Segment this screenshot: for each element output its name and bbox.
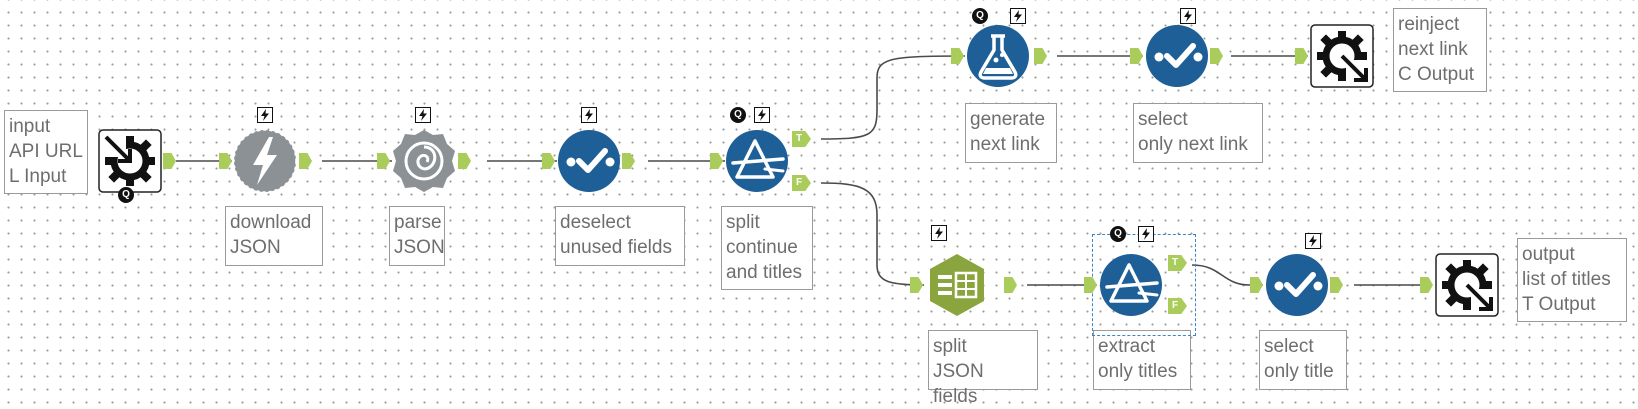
annotation-split-json: split JSON fields <box>928 330 1038 407</box>
select-tool[interactable] <box>557 129 621 193</box>
input-anchor[interactable] <box>710 153 723 169</box>
bolt-badge-icon <box>415 107 431 123</box>
annotation-output: output list of titles T Output <box>1517 238 1627 322</box>
output-anchor[interactable] <box>458 153 471 169</box>
output-anchor[interactable] <box>1210 48 1223 64</box>
input-anchor[interactable] <box>951 48 964 64</box>
annotation-extract-titles: extract only titles <box>1093 330 1191 390</box>
bolt-badge-icon <box>1305 233 1321 249</box>
check-mark-icon <box>558 130 620 192</box>
select-title-tool[interactable] <box>1265 253 1329 317</box>
bolt-badge-icon <box>1010 8 1026 24</box>
annotation-generate-next: generate next link <box>965 103 1057 163</box>
gear-arrow-out-icon <box>1435 253 1499 317</box>
output-anchor[interactable] <box>299 153 312 169</box>
wire-extract-true-to-select-title <box>1191 264 1263 286</box>
output-anchor[interactable] <box>622 153 635 169</box>
bolt-badge-icon <box>1180 8 1196 24</box>
gear-arrow-out-icon <box>1310 24 1374 88</box>
bolt-badge-icon <box>581 107 597 123</box>
true-anchor[interactable]: T <box>1168 255 1187 271</box>
annotation-split-continue: split continue and titles <box>721 206 813 290</box>
input-anchor[interactable] <box>1420 277 1433 293</box>
macro-output-reinject-tool[interactable] <box>1310 24 1374 88</box>
column-split-icon <box>930 254 984 316</box>
annotation-select-title: select only title <box>1259 330 1347 390</box>
macro-input-tool[interactable] <box>98 129 162 193</box>
json-parse-tool[interactable] <box>392 129 456 193</box>
macro-output-titles-tool[interactable] <box>1435 253 1499 317</box>
bolt-badge-icon <box>257 107 273 123</box>
flask-icon <box>967 25 1029 87</box>
annotation-deselect: deselect unused fields <box>555 206 685 266</box>
text-to-columns-tool[interactable] <box>925 253 989 317</box>
spiral-icon <box>393 130 455 192</box>
input-anchor[interactable] <box>1295 48 1308 64</box>
query-badge: Q <box>1110 226 1126 242</box>
query-badge: Q <box>118 187 134 203</box>
annotation-parse: parse JSON <box>389 206 445 266</box>
check-mark-icon <box>1266 254 1328 316</box>
output-anchor[interactable] <box>1004 277 1017 293</box>
lightning-bolt-icon <box>233 129 297 193</box>
false-anchor[interactable]: F <box>792 175 811 191</box>
input-anchor[interactable] <box>1084 277 1097 293</box>
filter-tool[interactable] <box>725 129 789 193</box>
input-anchor[interactable] <box>910 277 923 293</box>
false-anchor[interactable]: F <box>1168 298 1187 314</box>
download-tool[interactable] <box>233 129 297 193</box>
query-badge: Q <box>730 107 746 123</box>
prism-icon <box>726 130 788 192</box>
annotation-reinject: reinject next link C Output <box>1393 8 1487 92</box>
input-anchor[interactable] <box>1250 277 1263 293</box>
wire-split-false-to-split-json <box>820 182 925 286</box>
gear-arrow-in-icon <box>98 129 162 193</box>
input-anchor[interactable] <box>219 153 232 169</box>
bolt-badge-icon <box>754 107 770 123</box>
prism-icon <box>1100 254 1162 316</box>
bolt-badge-icon <box>1138 226 1154 242</box>
bolt-badge-icon <box>931 225 947 241</box>
query-badge: Q <box>972 8 988 24</box>
wire-split-true-to-generate <box>820 55 966 140</box>
annotation-input: input API URL L Input <box>4 110 88 194</box>
formula-tool[interactable] <box>966 24 1030 88</box>
output-anchor[interactable] <box>1330 277 1343 293</box>
check-mark-icon <box>1146 25 1208 87</box>
true-anchor[interactable]: T <box>792 131 811 147</box>
input-anchor[interactable] <box>377 153 390 169</box>
input-anchor[interactable] <box>542 153 555 169</box>
select-next-link-tool[interactable] <box>1145 24 1209 88</box>
filter-extract-tool[interactable] <box>1099 253 1163 317</box>
output-anchor[interactable] <box>1034 48 1047 64</box>
annotation-download: download JSON <box>225 206 323 266</box>
input-anchor[interactable] <box>1130 48 1143 64</box>
annotation-select-next: select only next link <box>1133 103 1263 163</box>
output-anchor[interactable] <box>163 153 176 169</box>
